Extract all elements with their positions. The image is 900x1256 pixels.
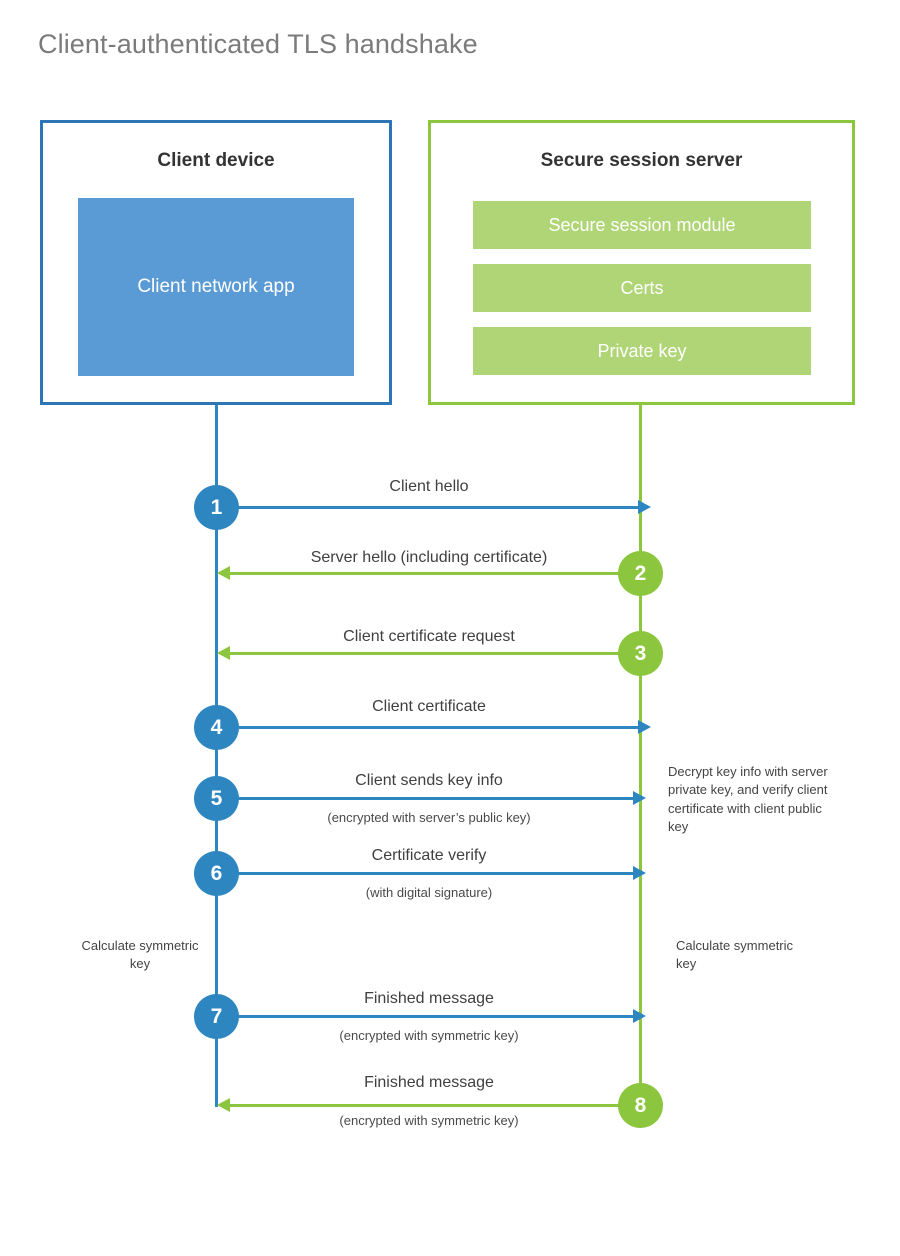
step-1-marker[interactable]: 1 (194, 485, 239, 530)
step-8-marker[interactable]: 8 (618, 1083, 663, 1128)
server-module-certs: Certs (473, 264, 811, 312)
step-7-arrow (222, 1009, 646, 1023)
step-6-label: Certificate verify (371, 847, 487, 864)
step-8-arrow (217, 1098, 639, 1112)
step-5-arrow (222, 791, 646, 805)
step-8-sublabel: (encrypted with symmetric key) (339, 1113, 519, 1128)
step-7-label: Finished message (364, 990, 494, 1007)
client-device-title: Client device (157, 150, 275, 171)
client-calculate-note: Calculate symmetric key (81, 938, 199, 972)
server-module-secure-session-module: Secure session module (473, 201, 811, 249)
step-6-arrow (222, 866, 646, 880)
step-2-label: Server hello (including certificate) (310, 549, 548, 566)
arrowhead-left-icon (217, 1098, 230, 1112)
step-8-label: Finished message (364, 1074, 494, 1091)
arrowhead-right-icon (638, 500, 651, 514)
secure-session-server-title: Secure session server (540, 150, 743, 171)
server-decrypt-note: Decrypt key info with server private key… (668, 764, 828, 835)
step-7-marker[interactable]: 7 (194, 994, 239, 1039)
step-3-marker[interactable]: 3 (618, 631, 663, 676)
arrowhead-right-icon (633, 1009, 646, 1023)
arrowhead-left-icon (217, 646, 230, 660)
client-device-box: Client device Client network app (40, 120, 392, 405)
step-5-sublabel: (encrypted with server’s public key) (327, 810, 531, 825)
server-lifeline (639, 405, 642, 1107)
arrowhead-right-icon (633, 791, 646, 805)
step-3-label: Client certificate request (343, 628, 515, 645)
step-2-arrow (217, 566, 639, 580)
page-title: Client-authenticated TLS handshake (38, 29, 478, 59)
server-module-private-key: Private key (473, 327, 811, 375)
arrowhead-right-icon (638, 720, 651, 734)
arrowhead-left-icon (217, 566, 230, 580)
step-4-arrow (222, 720, 651, 734)
step-1-arrow (222, 500, 651, 514)
step-3-arrow (217, 646, 639, 660)
step-1-label: Client hello (389, 478, 469, 495)
step-6-marker[interactable]: 6 (194, 851, 239, 896)
step-2-marker[interactable]: 2 (618, 551, 663, 596)
step-6-sublabel: (with digital signature) (365, 885, 493, 900)
arrowhead-right-icon (633, 866, 646, 880)
client-network-app-block: Client network app (78, 198, 354, 376)
step-5-label: Client sends key info (355, 772, 503, 789)
step-7-sublabel: (encrypted with symmetric key) (339, 1028, 519, 1043)
step-4-label: Client certificate (372, 698, 486, 715)
secure-session-server-box: Secure session server Secure session mod… (428, 120, 855, 405)
step-4-marker[interactable]: 4 (194, 705, 239, 750)
step-5-marker[interactable]: 5 (194, 776, 239, 821)
client-lifeline (215, 405, 218, 1107)
server-calculate-note: Calculate symmetric key (676, 938, 794, 972)
